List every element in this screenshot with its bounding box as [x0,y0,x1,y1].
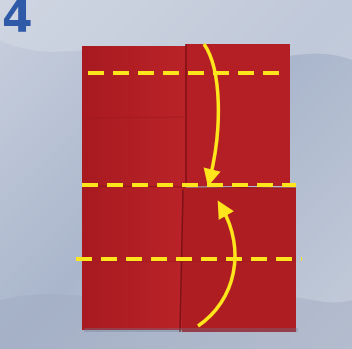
step-number: 4 [2,0,33,40]
origami-paper [82,44,298,332]
paper-right-upper-flap [186,44,290,186]
paper-left-panel [82,46,186,330]
